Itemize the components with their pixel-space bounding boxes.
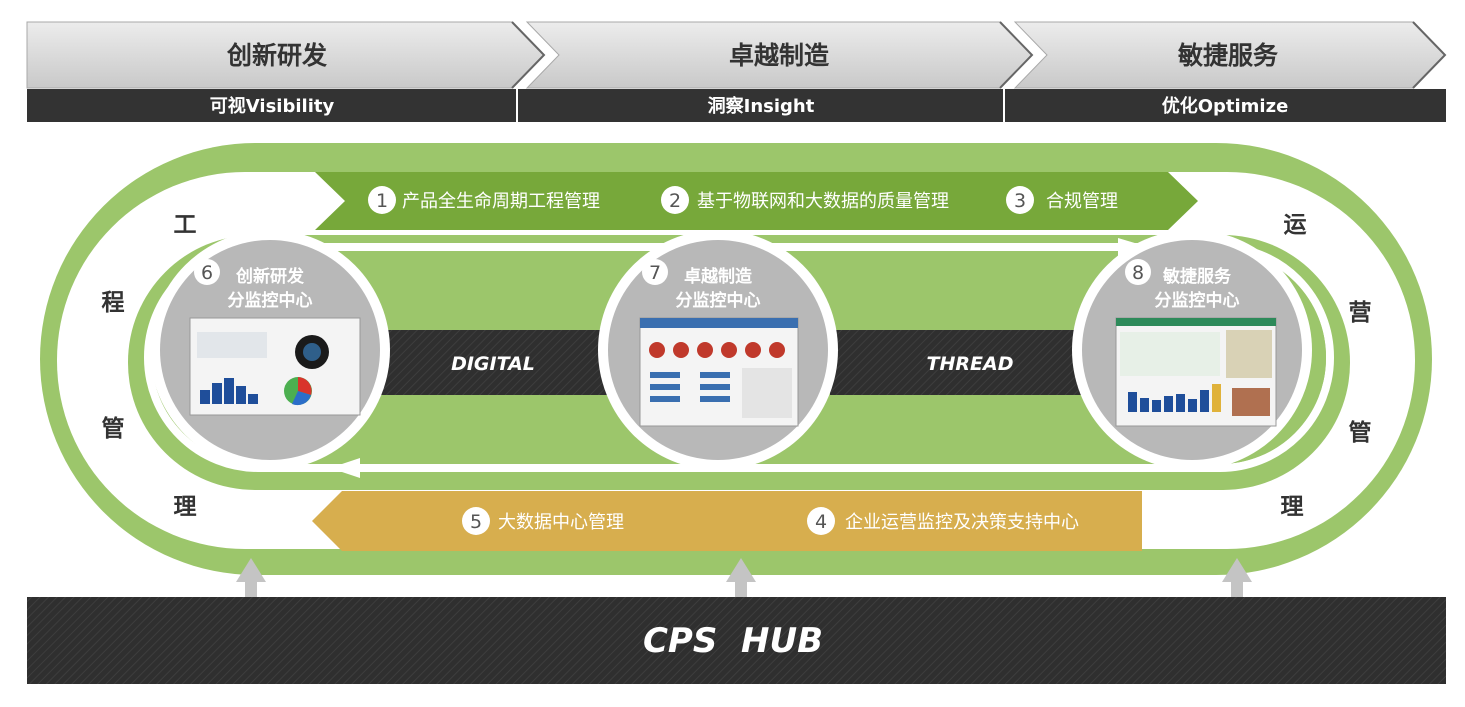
phase-subtitle-bar xyxy=(27,89,1446,122)
center-innovation-rd: 6 创新研发 分监控中心 xyxy=(150,230,390,470)
top-band-item-2: 2 基于物联网和大数据的质量管理 xyxy=(661,186,949,214)
center-subtitle: 分监控中心 xyxy=(1155,290,1240,311)
top-band-item-1: 1 产品全生命周期工程管理 xyxy=(368,186,600,214)
bottom-band: 5 大数据中心管理 4 企业运营监控及决策支持中心 xyxy=(312,491,1142,551)
phase-title: 创新研发 xyxy=(226,41,327,70)
item-number: 2 xyxy=(669,190,681,212)
item-number: 3 xyxy=(1014,190,1026,212)
right-char: 运 xyxy=(1284,212,1307,238)
center-title: 敏捷服务 xyxy=(1162,266,1232,287)
cps-hub-bar: CPS HUB xyxy=(27,597,1446,684)
phase-title: 敏捷服务 xyxy=(1177,41,1278,70)
phase-excellent-manufacturing: 卓越制造 xyxy=(525,21,1034,89)
phase-subtitle-visibility: 可视Visibility xyxy=(210,95,335,117)
top-band: 1 产品全生命周期工程管理 2 基于物联网和大数据的质量管理 3 合规管理 xyxy=(315,172,1198,230)
right-char: 营 xyxy=(1349,300,1372,326)
center-title: 创新研发 xyxy=(235,266,305,287)
thread-label-digital: DIGITAL xyxy=(451,353,535,375)
left-char: 工 xyxy=(174,212,197,238)
center-subtitle: 分监控中心 xyxy=(676,290,761,311)
operations-management-label: 运 营 管 理 xyxy=(1281,212,1372,520)
dashboard-thumbnail xyxy=(189,317,361,416)
item-label: 基于物联网和大数据的质量管理 xyxy=(697,191,949,212)
phase-subtitle-optimize: 优化Optimize xyxy=(1162,95,1289,117)
right-char: 理 xyxy=(1281,494,1304,520)
phase-header: 创新研发 卓越制造 敏捷服务 可视Visibility 洞察Insight 优化… xyxy=(26,21,1447,122)
left-char: 理 xyxy=(174,494,197,520)
phase-agile-service: 敏捷服务 xyxy=(1013,21,1447,89)
center-title: 卓越制造 xyxy=(684,266,753,287)
phase-subtitle-insight: 洞察Insight xyxy=(708,95,815,117)
phase-title: 卓越制造 xyxy=(729,41,829,70)
bottom-band-item-5: 5 大数据中心管理 xyxy=(462,507,624,535)
bottom-band-item-4: 4 企业运营监控及决策支持中心 xyxy=(807,507,1079,535)
left-char: 管 xyxy=(102,415,125,442)
engineering-management-label: 工 程 管 理 xyxy=(102,212,197,520)
center-subtitle: 分监控中心 xyxy=(228,290,313,311)
item-number: 5 xyxy=(470,511,482,533)
dashboard-thumbnail xyxy=(1115,317,1277,427)
item-label: 产品全生命周期工程管理 xyxy=(402,191,600,212)
item-number: 4 xyxy=(815,511,827,533)
phase-innovation-rd: 创新研发 xyxy=(26,21,546,89)
digital-thread: DIGITAL THREAD xyxy=(380,330,1085,395)
thread-label-thread: THREAD xyxy=(927,353,1014,375)
center-number: 8 xyxy=(1132,262,1144,284)
center-agile-service: 8 敏捷服务 分监控中心 xyxy=(1072,230,1312,470)
item-number: 1 xyxy=(376,190,388,212)
hub-label: CPS HUB xyxy=(643,621,823,661)
center-number: 7 xyxy=(649,262,661,284)
left-char: 程 xyxy=(102,290,125,316)
dashboard-thumbnail xyxy=(639,317,799,427)
right-char: 管 xyxy=(1349,419,1372,446)
center-excellent-manufacturing: 7 卓越制造 分监控中心 xyxy=(598,230,838,470)
item-label: 大数据中心管理 xyxy=(498,512,624,533)
item-label: 企业运营监控及决策支持中心 xyxy=(845,512,1079,533)
top-band-item-3: 3 合规管理 xyxy=(1006,186,1118,214)
item-label: 合规管理 xyxy=(1046,191,1118,212)
center-number: 6 xyxy=(201,262,213,284)
